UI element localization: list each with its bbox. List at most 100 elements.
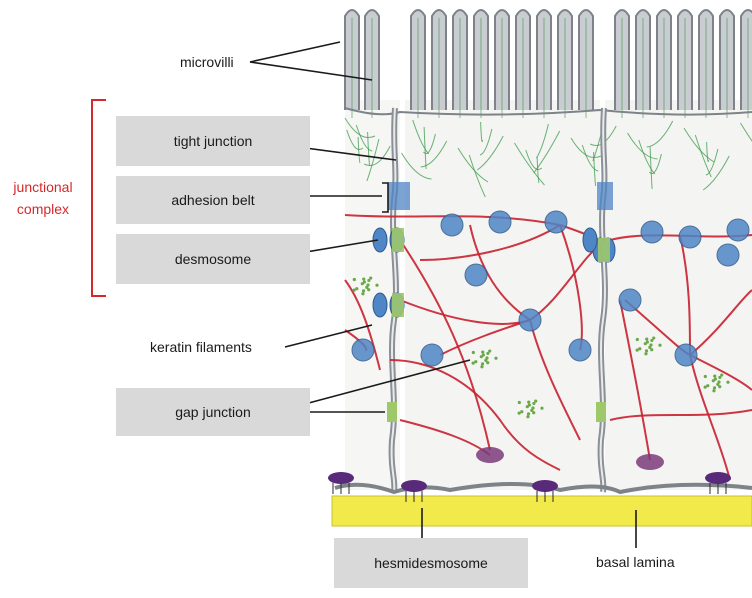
adhesion-belt-label-box: adhesion belt bbox=[116, 176, 310, 224]
desmosome-core bbox=[392, 228, 404, 252]
basal-membrane bbox=[334, 482, 752, 495]
vesicle-dot bbox=[471, 350, 475, 355]
vesicle-dot bbox=[526, 412, 531, 416]
vesicle-dot bbox=[484, 358, 488, 362]
actin-filament bbox=[536, 156, 540, 184]
vesicle-dot bbox=[369, 276, 373, 280]
vesicle-dot bbox=[644, 349, 649, 353]
keratin-node bbox=[351, 338, 375, 362]
vesicle-dot bbox=[367, 278, 371, 283]
keratin-node bbox=[716, 243, 740, 267]
desmosome-plaque bbox=[582, 227, 598, 253]
vesicle-dot bbox=[480, 365, 484, 369]
apical-membrane bbox=[344, 107, 752, 116]
keratin-filament bbox=[679, 234, 691, 356]
cell-bodies bbox=[345, 100, 752, 490]
vesicle-dot bbox=[658, 343, 662, 347]
actin-filament bbox=[468, 154, 486, 198]
vesicle-dot bbox=[532, 411, 536, 415]
actin-filament bbox=[646, 120, 674, 148]
vesicle-dot bbox=[527, 400, 531, 404]
keratin-node bbox=[726, 218, 750, 242]
keratin-filament bbox=[609, 409, 752, 421]
actin-filament bbox=[649, 146, 653, 190]
vesicle-dot bbox=[726, 380, 730, 384]
hemidesmosome-plaque bbox=[401, 480, 427, 492]
vesicle-dot bbox=[485, 356, 489, 360]
gap-junction-label: gap junction bbox=[175, 404, 251, 420]
vesicle-dot bbox=[474, 360, 478, 364]
vesicle-dot bbox=[362, 277, 366, 281]
vesicle-dot bbox=[635, 348, 639, 352]
gap-junction-channel bbox=[387, 402, 397, 422]
basal-lamina-layer bbox=[331, 495, 752, 527]
gap-junction-channel bbox=[596, 402, 606, 422]
vesicle-dot bbox=[530, 408, 534, 412]
cell-plaque bbox=[636, 454, 664, 470]
actin-filament bbox=[420, 140, 448, 168]
vesicle-dot bbox=[713, 377, 718, 381]
vesicle-dot bbox=[712, 386, 717, 390]
keratin-filament bbox=[529, 319, 581, 441]
microvilli-group bbox=[344, 9, 752, 118]
vesicle-dot bbox=[645, 337, 649, 341]
desmosome-core bbox=[392, 293, 404, 317]
vesicle-dot bbox=[352, 288, 356, 292]
vesicle-dot bbox=[362, 280, 367, 284]
vesicle-dot bbox=[717, 380, 721, 384]
vesicle-dot bbox=[718, 375, 722, 380]
vesicle-dot bbox=[527, 403, 532, 407]
vesicle-dot bbox=[517, 400, 521, 405]
vesicle-dot bbox=[531, 406, 535, 410]
vesicle-dot bbox=[486, 351, 490, 356]
vesicle-dot bbox=[712, 389, 716, 393]
vesicle-dot bbox=[713, 374, 717, 378]
desmosome-plaques bbox=[351, 210, 750, 470]
actin-filament bbox=[706, 141, 710, 162]
actin-filament bbox=[705, 148, 719, 176]
keratin-node bbox=[544, 210, 568, 234]
vesicle-dot bbox=[534, 399, 538, 403]
vesicle-dot bbox=[365, 285, 369, 289]
desmosome-label: desmosome bbox=[174, 251, 252, 267]
vesicle-dot bbox=[352, 277, 356, 282]
vesicle-dot bbox=[650, 338, 654, 343]
vesicle-dot bbox=[720, 373, 724, 377]
actin-filament bbox=[593, 151, 597, 187]
gap-junctions bbox=[352, 276, 730, 422]
vesicle-dot bbox=[494, 356, 498, 360]
hemidesmosome-label-box: hesmidesmosome bbox=[334, 538, 528, 588]
actin-filament bbox=[476, 135, 504, 171]
actin-filament bbox=[457, 147, 489, 183]
vesicle-dot bbox=[486, 361, 490, 365]
vesicle-dot bbox=[355, 287, 359, 291]
keratin-node bbox=[420, 343, 444, 367]
vesicle-dot bbox=[526, 415, 530, 419]
keratin-filament bbox=[389, 359, 561, 471]
hemidesmosome-plaque bbox=[328, 472, 354, 484]
vesicle-dot bbox=[648, 345, 652, 349]
desmosome-label-box: desmosome bbox=[116, 234, 310, 284]
vesicle-dot bbox=[703, 385, 707, 389]
junctional-complex-bracket bbox=[91, 99, 106, 297]
keratin-node bbox=[568, 338, 592, 362]
tight-junction-label-box: tight junction bbox=[116, 116, 310, 166]
actin-filament bbox=[514, 142, 545, 186]
junctional-complex-label-line1: junctional bbox=[13, 179, 73, 195]
vesicle-dot bbox=[361, 289, 366, 293]
actin-filament bbox=[525, 149, 543, 170]
keratin-node bbox=[464, 263, 488, 287]
vesicle-dot bbox=[481, 353, 486, 357]
desmosome-core bbox=[598, 238, 610, 262]
lateral-membrane-left-inner bbox=[390, 107, 397, 493]
actin-filament bbox=[702, 155, 730, 191]
vesicle-dot bbox=[716, 382, 720, 386]
microvillus bbox=[740, 9, 752, 110]
actin-filament bbox=[649, 153, 662, 174]
keratin-filament bbox=[689, 354, 731, 481]
vesicle-dot bbox=[703, 374, 707, 379]
actin-filament bbox=[638, 139, 656, 175]
vesicle-dot bbox=[520, 410, 524, 414]
